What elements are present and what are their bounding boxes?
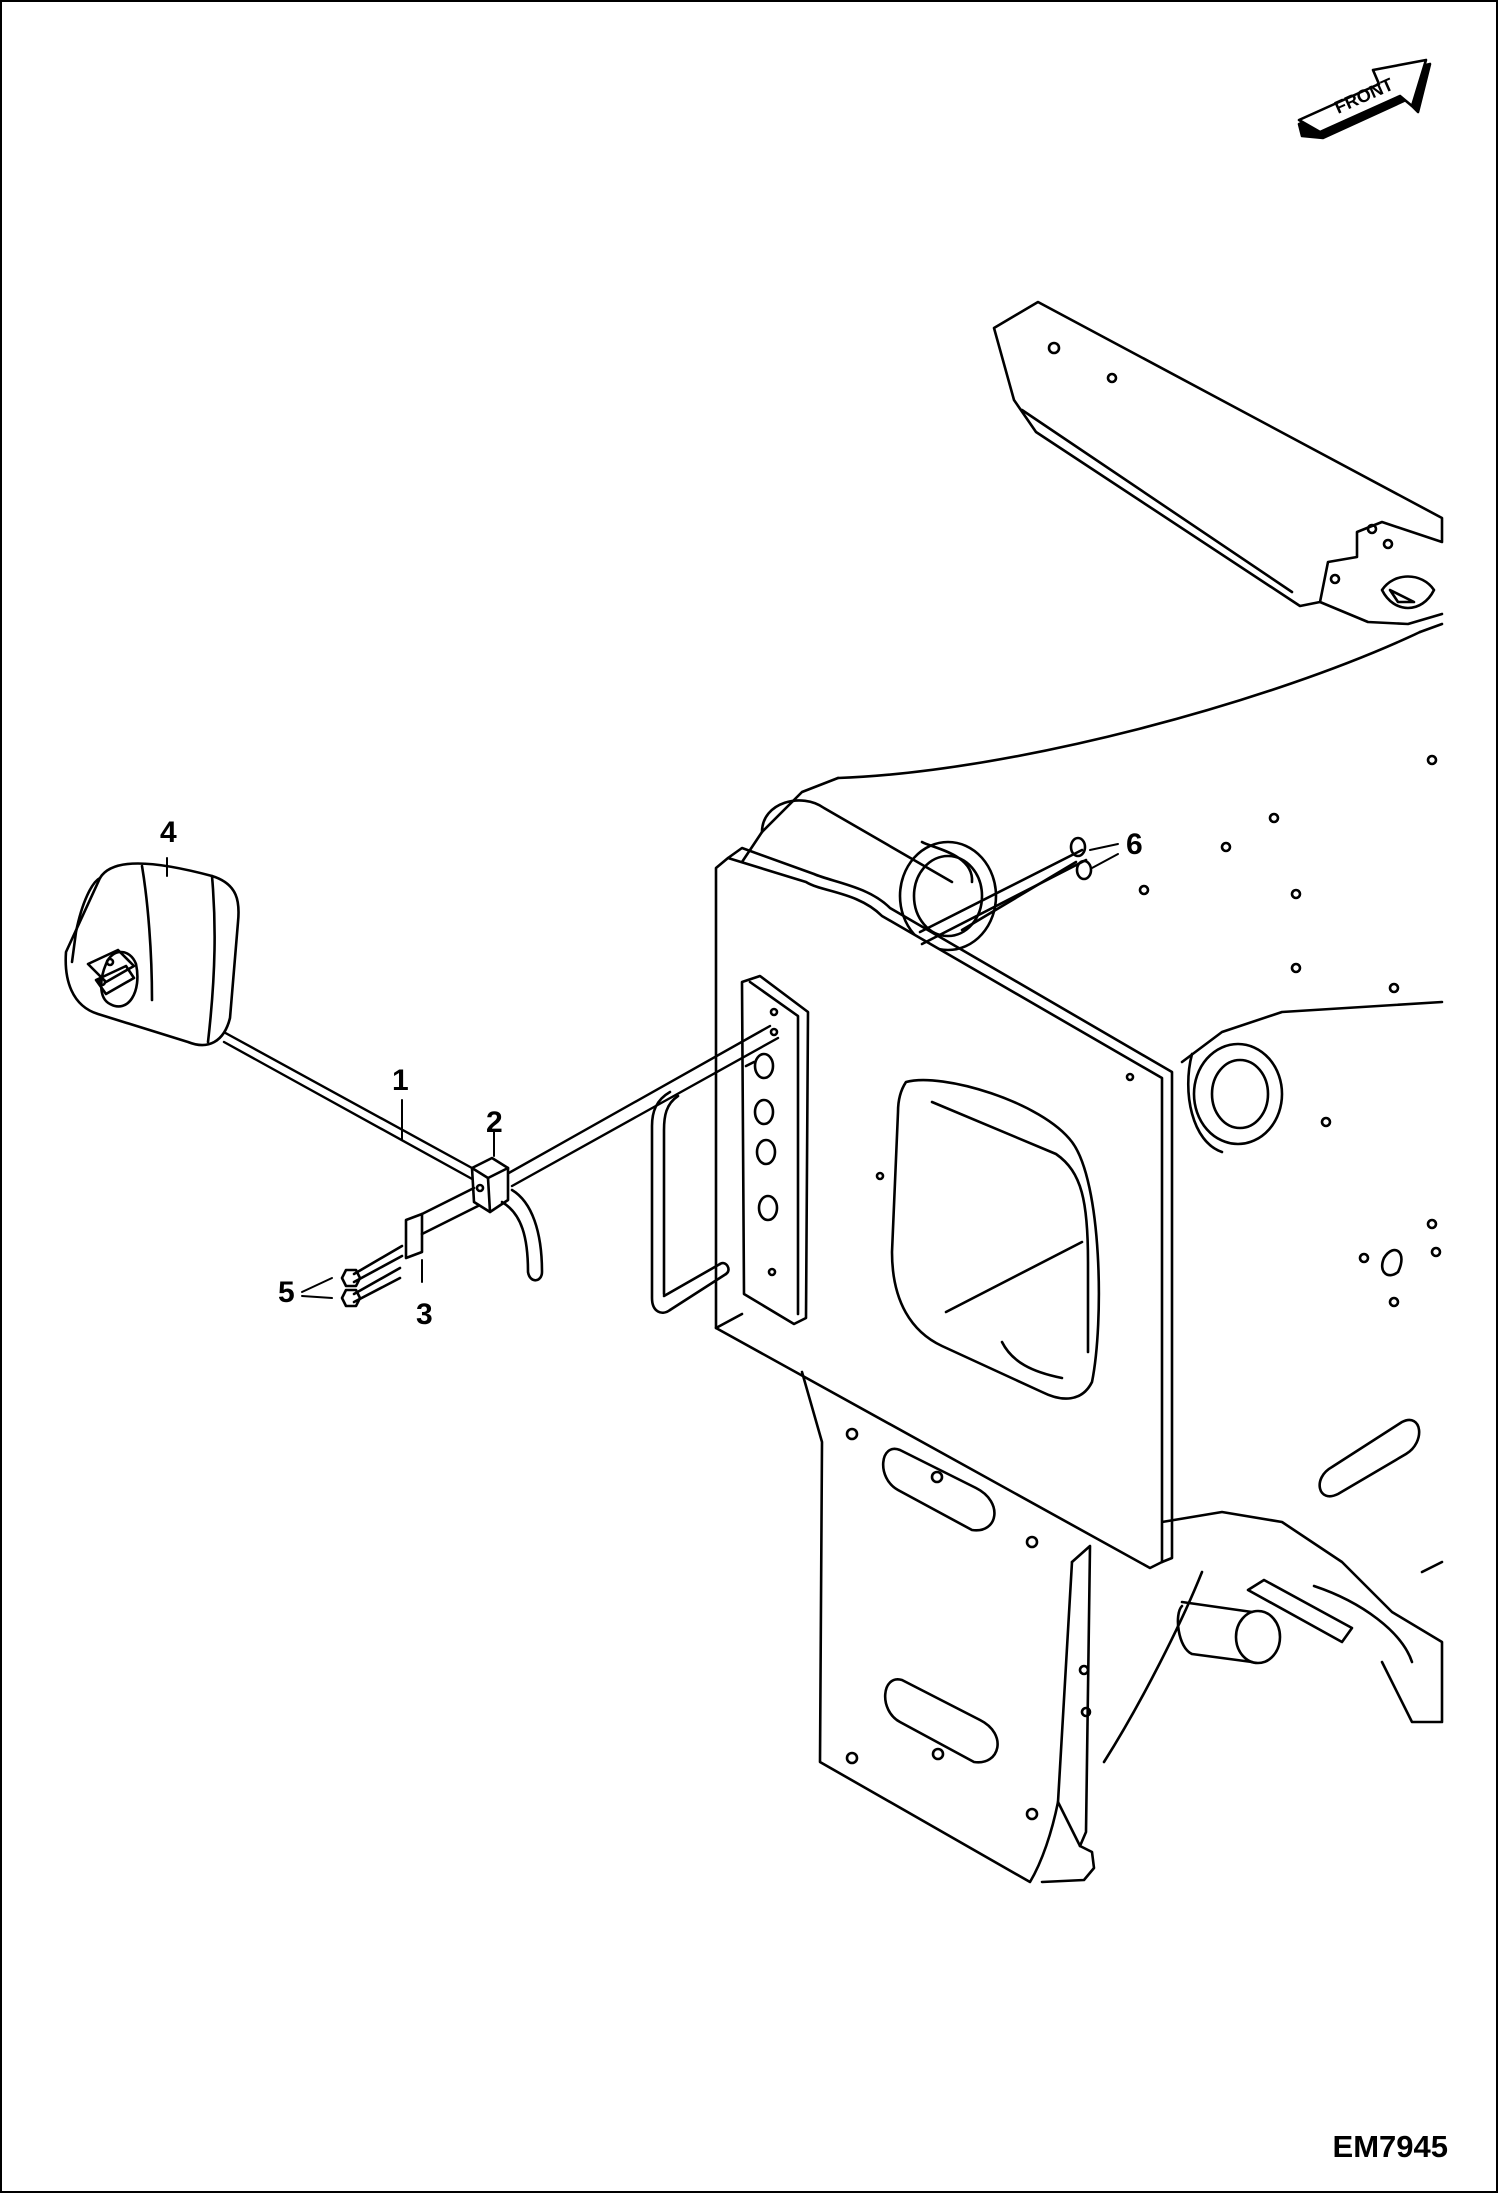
callout-5: 5 [278, 1276, 295, 1309]
callout-4: 4 [160, 816, 177, 849]
callout-leaders [166, 843, 1119, 1299]
washers [960, 836, 1093, 932]
upper-frame-rail [992, 300, 1444, 626]
front-direction-arrow: FRONT [1297, 58, 1432, 140]
callout-6: 6 [1126, 828, 1143, 861]
callout-2: 2 [486, 1106, 503, 1139]
rod-clamp [470, 1156, 544, 1282]
mirror-arm-rod [218, 848, 1088, 1314]
drawing-number: EM7945 [1332, 2129, 1448, 2164]
spacer-plate [404, 1186, 480, 1260]
callout-1: 1 [392, 1064, 409, 1097]
main-frame-body [740, 622, 1444, 1764]
callout-3: 3 [416, 1298, 433, 1331]
mounting-bolts [340, 1244, 404, 1308]
mirror-bracket-strip [740, 974, 810, 1326]
rearview-mirror [64, 862, 240, 1047]
mounting-plate [714, 846, 1174, 1884]
pivot-bosses [760, 799, 1354, 1665]
